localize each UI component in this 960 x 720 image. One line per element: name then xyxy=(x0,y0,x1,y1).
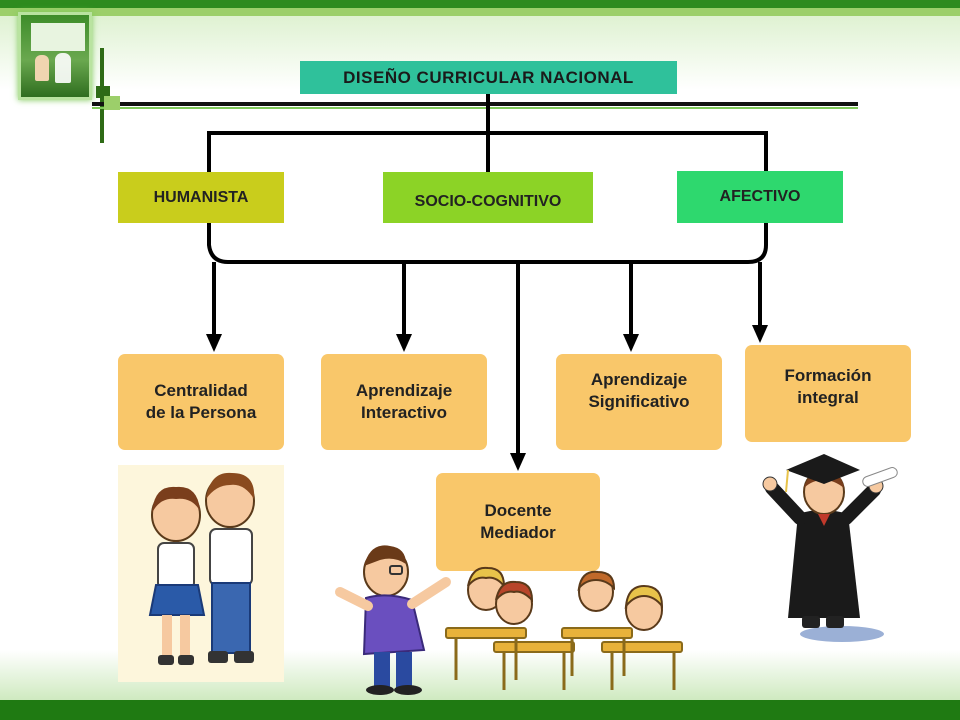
book-cover-image xyxy=(18,12,92,100)
node-line: Docente xyxy=(484,501,552,520)
decor-square-light xyxy=(104,96,120,110)
book-cover-figure xyxy=(55,53,71,83)
category-bracket-bottom xyxy=(207,223,768,264)
node-line: de la Persona xyxy=(145,403,257,422)
arrowhead-interactivo xyxy=(396,334,412,352)
decor-square-dark xyxy=(96,86,110,98)
node-line: Interactivo xyxy=(361,403,447,422)
teacher-classroom-illustration xyxy=(335,545,683,695)
node-centralidad: Centralidad de la Persona xyxy=(118,354,284,450)
node-line: Mediador xyxy=(480,523,556,542)
students-illustration xyxy=(118,465,284,682)
top-band-light xyxy=(0,8,960,16)
book-cover-header xyxy=(31,23,85,51)
book-cover-figure xyxy=(35,55,49,81)
node-formacion-integral: Formación integral xyxy=(745,345,911,442)
category-socio-cognitivo: SOCIO-COGNITIVO xyxy=(383,172,593,223)
arrowhead-formacion xyxy=(752,325,768,343)
students-drawing xyxy=(148,472,255,665)
arrowhead-significativo xyxy=(623,334,639,352)
category-afectivo: AFECTIVO xyxy=(677,171,843,223)
top-band xyxy=(0,0,960,8)
category-humanista: HUMANISTA xyxy=(118,172,284,223)
node-docente-mediador: Docente Mediador xyxy=(436,473,600,571)
diagram-title: DISEÑO CURRICULAR NACIONAL xyxy=(300,61,677,94)
node-aprendizaje-interactivo: Aprendizaje Interactivo xyxy=(321,354,487,450)
node-line: Centralidad xyxy=(154,381,248,400)
node-aprendizaje-significativo: Aprendizaje Significativo xyxy=(556,354,722,450)
node-line: Aprendizaje xyxy=(355,381,453,400)
node-line: Formación xyxy=(784,365,872,385)
node-line: Significativo xyxy=(588,392,690,411)
node-line: integral xyxy=(797,387,859,407)
node-line: Aprendizaje xyxy=(590,370,688,389)
arrowhead-docente xyxy=(510,453,526,471)
graduate-illustration xyxy=(762,454,898,642)
arrowhead-centralidad xyxy=(206,334,222,352)
bottom-band xyxy=(0,700,960,720)
